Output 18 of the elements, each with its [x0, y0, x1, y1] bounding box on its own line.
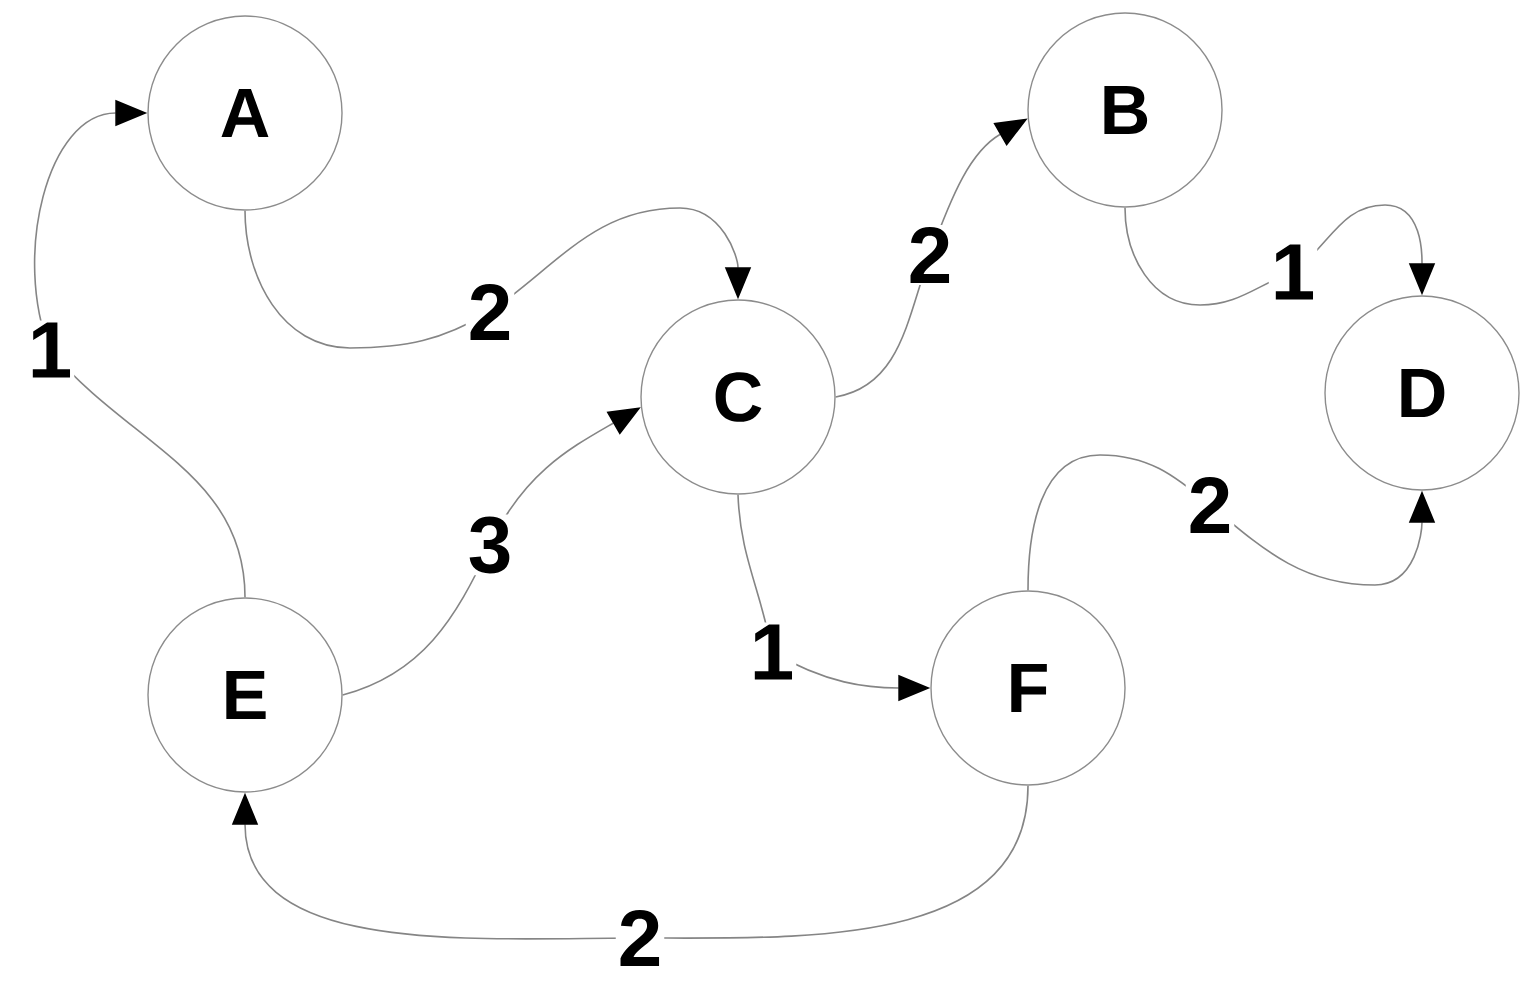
circle-node: B — [1027, 12, 1223, 208]
edge-label: 1 — [1268, 242, 1318, 302]
edge-label: 2 — [1185, 475, 1235, 535]
circle-node: A — [147, 15, 343, 211]
arrow — [1124, 204, 1436, 306]
arrow — [34, 99, 246, 599]
arrow — [244, 207, 752, 349]
edge-label: 2 — [465, 282, 515, 342]
circle-node: D — [1324, 295, 1520, 491]
edge-label: 3 — [465, 514, 515, 576]
circle-node: F — [930, 590, 1126, 786]
edge-label: 2 — [905, 225, 955, 285]
circle-node: C — [640, 299, 836, 495]
edge-label: 2 — [615, 908, 665, 968]
edge-label: 1 — [25, 320, 75, 380]
circle-node: E — [147, 597, 343, 793]
edge-label: 1 — [747, 622, 797, 682]
arrow — [231, 784, 1029, 940]
